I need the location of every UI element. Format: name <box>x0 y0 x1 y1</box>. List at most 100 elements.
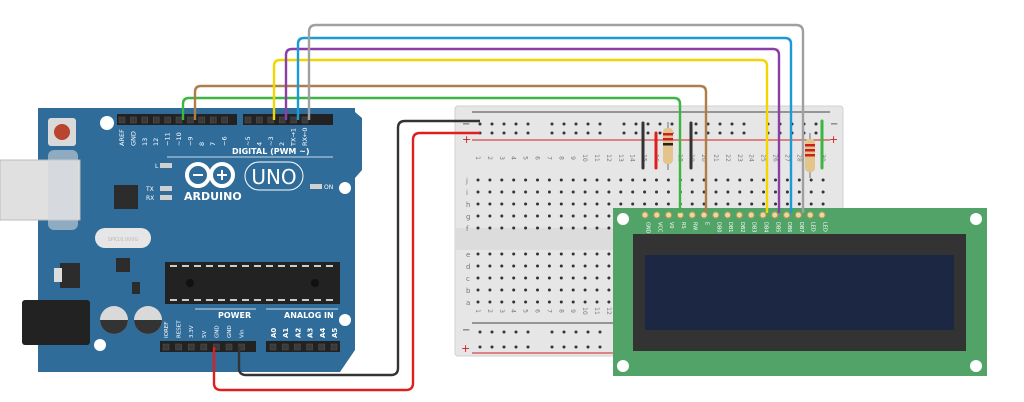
digital-pin-2[interactable] <box>278 116 286 124</box>
rail-hole[interactable] <box>586 345 590 349</box>
rail-hole[interactable] <box>562 122 566 126</box>
breadboard-hole[interactable] <box>571 300 575 304</box>
breadboard-hole[interactable] <box>762 178 766 182</box>
breadboard-hole[interactable] <box>547 214 551 218</box>
breadboard-hole[interactable] <box>619 190 623 194</box>
breadboard-hole[interactable] <box>488 252 492 256</box>
breadboard-hole[interactable] <box>809 178 813 182</box>
breadboard-hole[interactable] <box>607 226 611 230</box>
breadboard-hole[interactable] <box>655 202 658 206</box>
breadboard-hole[interactable] <box>607 252 611 256</box>
power-pin-RESET[interactable] <box>175 343 182 351</box>
breadboard-hole[interactable] <box>750 178 754 182</box>
breadboard-hole[interactable] <box>726 190 730 194</box>
digital-pin-13[interactable] <box>141 116 149 124</box>
breadboard-hole[interactable] <box>690 202 694 206</box>
breadboard-hole[interactable] <box>607 202 611 206</box>
breadboard-hole[interactable] <box>547 202 551 206</box>
rail-hole[interactable] <box>526 122 530 126</box>
breadboard-hole[interactable] <box>595 214 599 218</box>
breadboard-hole[interactable] <box>583 214 587 218</box>
lcd-pin-db7[interactable] <box>794 211 802 219</box>
breadboard-hole[interactable] <box>607 190 611 194</box>
breadboard-hole[interactable] <box>500 264 504 268</box>
rail-hole[interactable] <box>742 131 746 135</box>
rail-hole[interactable] <box>490 122 494 126</box>
breadboard-hole[interactable] <box>500 178 504 182</box>
breadboard-hole[interactable] <box>512 214 516 218</box>
breadboard-hole[interactable] <box>583 190 587 194</box>
breadboard-hole[interactable] <box>583 300 587 304</box>
rail-hole[interactable] <box>694 122 698 126</box>
rail-hole[interactable] <box>502 122 506 126</box>
breadboard-hole[interactable] <box>488 226 492 230</box>
breadboard-hole[interactable] <box>476 252 480 256</box>
rail-hole[interactable] <box>514 122 518 126</box>
breadboard-hole[interactable] <box>785 178 789 182</box>
lcd-pin-db2[interactable] <box>735 211 743 219</box>
breadboard-hole[interactable] <box>512 202 516 206</box>
breadboard-hole[interactable] <box>821 190 825 194</box>
breadboard-hole[interactable] <box>762 190 766 194</box>
breadboard-hole[interactable] <box>476 190 480 194</box>
rail-hole[interactable] <box>502 345 506 349</box>
digital-pin-GND[interactable] <box>130 116 137 124</box>
breadboard-hole[interactable] <box>547 288 551 292</box>
breadboard-hole[interactable] <box>809 202 813 206</box>
wire-black[interactable] <box>237 119 480 377</box>
breadboard-hole[interactable] <box>559 264 563 268</box>
breadboard-hole[interactable] <box>738 202 742 206</box>
breadboard-hole[interactable] <box>774 178 777 182</box>
breadboard-hole[interactable] <box>488 300 492 304</box>
breadboard-hole[interactable] <box>821 202 825 206</box>
breadboard-hole[interactable] <box>595 252 599 256</box>
breadboard-hole[interactable] <box>512 264 516 268</box>
breadboard-hole[interactable] <box>571 226 575 230</box>
rail-hole[interactable] <box>550 345 554 349</box>
breadboard-hole[interactable] <box>785 190 789 194</box>
breadboard-hole[interactable] <box>607 276 611 280</box>
breadboard-hole[interactable] <box>524 300 528 304</box>
breadboard-hole[interactable] <box>821 178 825 182</box>
digital-pin-TX→1[interactable] <box>290 116 297 124</box>
breadboard-hole[interactable] <box>583 276 587 280</box>
breadboard-hole[interactable] <box>512 226 516 230</box>
breadboard-hole[interactable] <box>536 214 539 218</box>
breadboard-hole[interactable] <box>559 190 563 194</box>
breadboard-hole[interactable] <box>643 202 647 206</box>
breadboard-hole[interactable] <box>595 202 599 206</box>
breadboard-hole[interactable] <box>607 264 611 268</box>
wire-yellow[interactable] <box>272 58 769 213</box>
analog-pin-A0[interactable] <box>269 343 277 351</box>
rail-hole[interactable] <box>646 122 650 126</box>
rail-hole[interactable] <box>622 122 626 126</box>
rail-hole[interactable] <box>586 122 590 126</box>
breadboard-hole[interactable] <box>512 288 516 292</box>
rail-hole[interactable] <box>514 345 518 349</box>
breadboard-hole[interactable] <box>500 226 504 230</box>
digital-pin-RX←0[interactable] <box>301 116 309 124</box>
rail-hole[interactable] <box>526 131 530 135</box>
breadboard-hole[interactable] <box>750 202 754 206</box>
breadboard-hole[interactable] <box>797 190 801 194</box>
rail-hole[interactable] <box>634 131 638 135</box>
rail-hole[interactable] <box>562 330 566 334</box>
breadboard-hole[interactable] <box>488 288 492 292</box>
breadboard-hole[interactable] <box>559 288 563 292</box>
rail-hole[interactable] <box>730 122 734 126</box>
rail-hole[interactable] <box>634 122 638 126</box>
breadboard-hole[interactable] <box>583 252 587 256</box>
breadboard-hole[interactable] <box>512 300 516 304</box>
breadboard-hole[interactable] <box>547 178 551 182</box>
breadboard-hole[interactable] <box>559 252 563 256</box>
rail-hole[interactable] <box>526 330 530 334</box>
wire-green[interactable] <box>181 96 682 213</box>
rail-hole[interactable] <box>490 330 494 334</box>
analog-header[interactable] <box>266 341 340 352</box>
rail-hole[interactable] <box>478 345 482 349</box>
breadboard-hole[interactable] <box>476 214 480 218</box>
rail-hole[interactable] <box>574 330 578 334</box>
breadboard-hole[interactable] <box>571 202 575 206</box>
breadboard-hole[interactable] <box>571 178 575 182</box>
rail-hole[interactable] <box>814 131 818 135</box>
